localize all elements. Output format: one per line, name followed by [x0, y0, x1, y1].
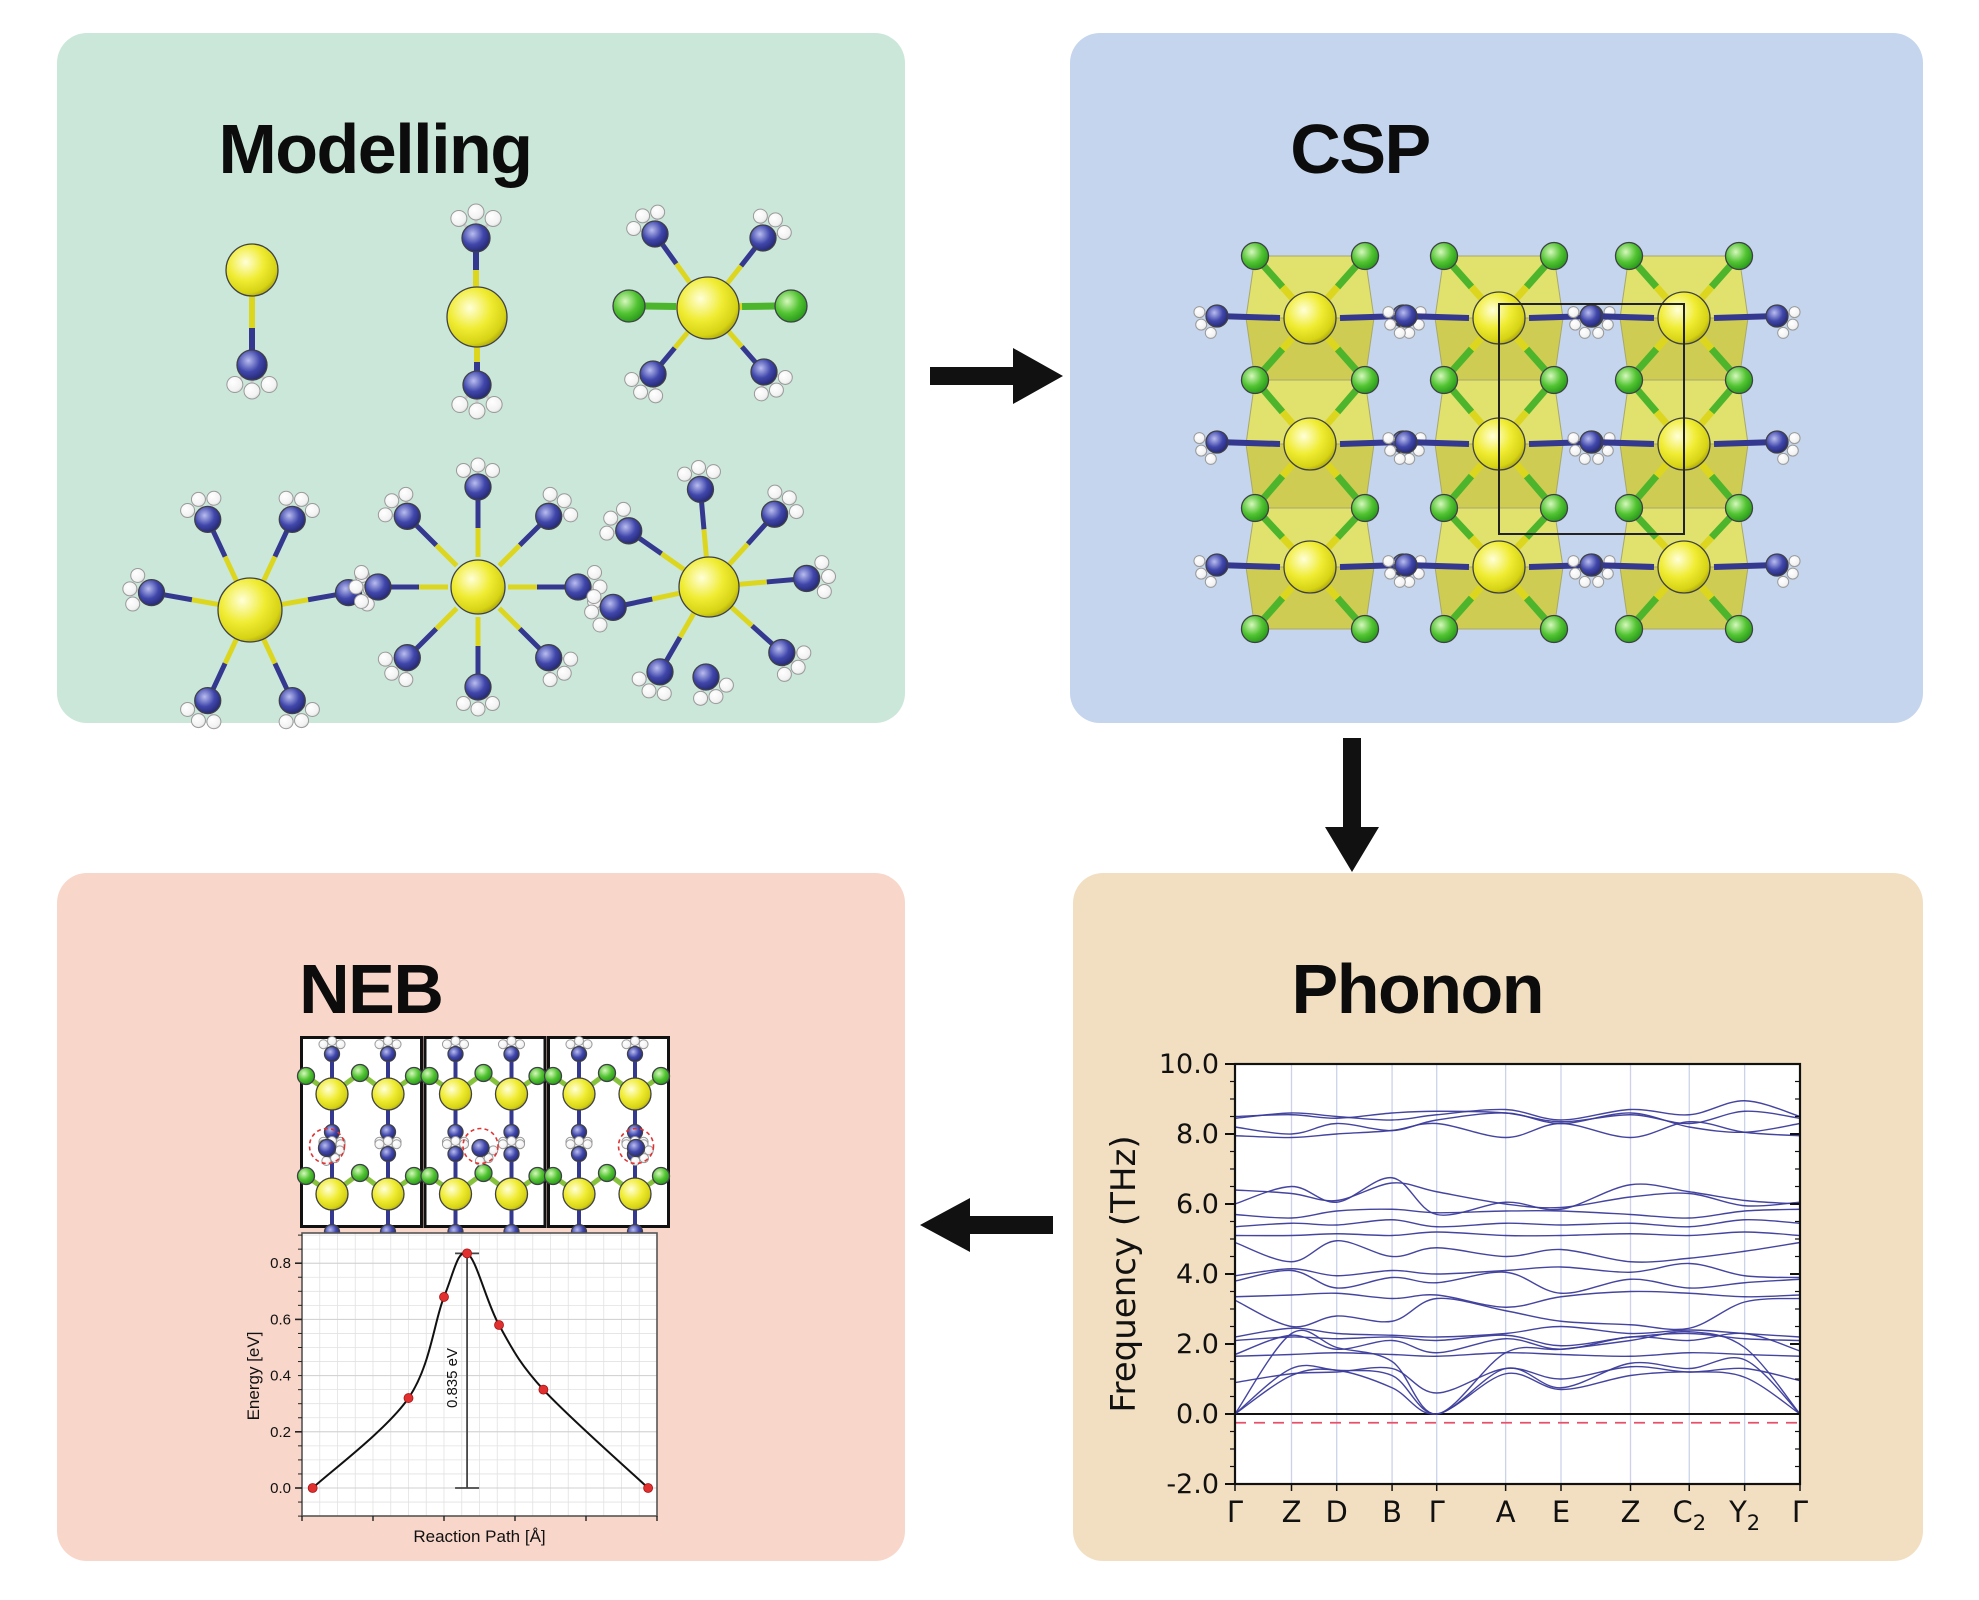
arrow-phonon-to-neb-icon	[920, 1198, 1053, 1252]
svg-text:0.0: 0.0	[270, 1480, 291, 1497]
svg-text:D: D	[1326, 1495, 1348, 1529]
csp-crystal-structure-illustration	[1193, 241, 1801, 644]
neb-migration-snapshots-illustration	[296, 1036, 671, 1250]
panel-title-neb: NEB	[299, 950, 444, 1028]
svg-text:2.0: 2.0	[1176, 1329, 1219, 1360]
arrow-modelling-to-csp-icon	[930, 348, 1063, 404]
svg-text:C2: C2	[1672, 1495, 1706, 1535]
panel-title-modelling: Modelling	[218, 110, 533, 188]
svg-text:0.0: 0.0	[1176, 1399, 1219, 1430]
svg-text:10.0: 10.0	[1159, 1049, 1219, 1080]
svg-text:Z: Z	[1621, 1495, 1641, 1529]
svg-text:4.0: 4.0	[1176, 1259, 1219, 1290]
neb-energy-profile-chart: 0.0 0.2 0.4 0.6 0.8 0.835 eV Energy [eV] Reacti…	[244, 1232, 658, 1546]
svg-text:Γ: Γ	[1429, 1495, 1445, 1529]
svg-text:0.8: 0.8	[270, 1255, 291, 1272]
svg-text:Energy [eV]: Energy [eV]	[244, 1332, 263, 1421]
arrow-csp-to-phonon-icon	[1325, 738, 1379, 872]
svg-text:0.4: 0.4	[270, 1368, 291, 1385]
svg-text:0.835 eV: 0.835 eV	[444, 1348, 461, 1408]
svg-text:0.2: 0.2	[270, 1424, 291, 1441]
svg-text:-2.0: -2.0	[1166, 1469, 1219, 1500]
svg-text:Reaction Path [Å]: Reaction Path [Å]	[413, 1527, 545, 1546]
svg-text:0.6: 0.6	[270, 1311, 291, 1328]
svg-text:6.0: 6.0	[1176, 1189, 1219, 1220]
svg-text:8.0: 8.0	[1176, 1119, 1219, 1150]
svg-text:Γ: Γ	[1792, 1495, 1808, 1529]
panel-title-csp: CSP	[1290, 110, 1431, 188]
modelling-molecules-illustration	[122, 203, 837, 730]
svg-text:A: A	[1496, 1495, 1516, 1529]
svg-text:Y2: Y2	[1728, 1495, 1760, 1535]
svg-text:B: B	[1382, 1495, 1402, 1529]
panel-title-phonon: Phonon	[1291, 950, 1545, 1028]
svg-text:Γ: Γ	[1227, 1495, 1243, 1529]
svg-text:Z: Z	[1282, 1495, 1302, 1529]
svg-text:E: E	[1552, 1495, 1570, 1529]
svg-text:Frequency (THz): Frequency (THz)	[1104, 1135, 1144, 1412]
